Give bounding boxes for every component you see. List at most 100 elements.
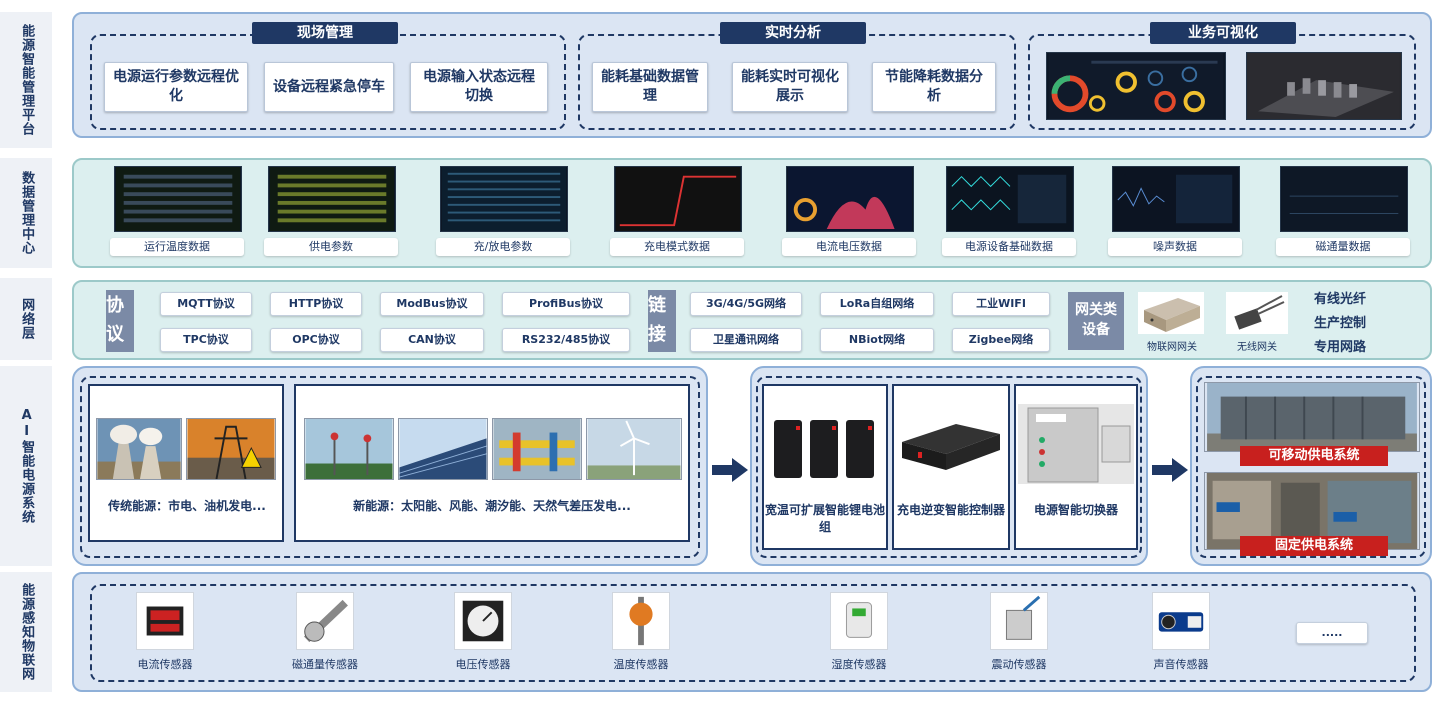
- platform-item: 电源运行参数远程优化: [104, 62, 248, 112]
- platform-item: 能耗基础数据管理: [592, 62, 708, 112]
- sensor-caption: 磁通量传感器: [292, 658, 358, 671]
- platform-item: 节能降耗数据分析: [872, 62, 996, 112]
- battery-pack-image: [768, 408, 882, 484]
- dashboard-gauges-thumbnail: [1046, 52, 1226, 120]
- power-plant-image: [96, 418, 182, 480]
- data-chart-image: [787, 167, 913, 231]
- traditional-energy-caption: 传统能源：市电、油机发电...: [108, 499, 266, 513]
- data-item-label: 磁通量数据: [1276, 238, 1410, 256]
- data-item-label: 运行温度数据: [110, 238, 244, 256]
- protocol-item: OPC协议: [270, 328, 362, 352]
- network-extra: 专用网路: [1314, 340, 1367, 355]
- link-item: 卫星通讯网络: [690, 328, 802, 352]
- data-screenshot-thumbnail: [1280, 166, 1408, 232]
- link-item: 3G/4G/5G网络: [690, 292, 802, 316]
- data-chart-image: [1281, 167, 1407, 231]
- platform-item: 电源输入状态远程切换: [410, 62, 548, 112]
- layer-label-ai: AI智能电源系统: [0, 366, 52, 566]
- data-screenshot-thumbnail: [614, 166, 742, 232]
- sensor-image: [1152, 592, 1210, 650]
- sensor-caption: 电压传感器: [455, 658, 511, 671]
- sensor-caption: 湿度传感器: [831, 658, 887, 671]
- flow-arrow-icon: [712, 458, 748, 482]
- protocol-item: TPC协议: [160, 328, 252, 352]
- link-tag: 链接: [648, 290, 676, 352]
- more-sensors: .....: [1296, 622, 1368, 644]
- sensor-caption: 震动传感器: [991, 658, 1047, 671]
- sensor-image: [830, 592, 888, 650]
- sensor-image: [296, 592, 354, 650]
- data-item-label: 电流电压数据: [782, 238, 916, 256]
- sensor-caption: 声音传感器: [1153, 658, 1209, 671]
- energy-sources-dashed: [80, 376, 700, 558]
- platform-item: 能耗实时可视化展示: [732, 62, 848, 112]
- gauge-dashboard-image: [1048, 53, 1224, 119]
- data-screenshot-thumbnail: [268, 166, 396, 232]
- data-chart-image: [615, 167, 741, 231]
- link-item: LoRa自组网络: [820, 292, 934, 316]
- sensor-caption: 电流传感器: [137, 658, 193, 671]
- protocol-item: CAN协议: [380, 328, 484, 352]
- device-caption: 充电逆变智能控制器: [896, 503, 1005, 517]
- sensor-image: [612, 592, 670, 650]
- protocol-item: MQTT协议: [160, 292, 252, 316]
- solar-panel-image: [398, 418, 488, 480]
- switcher-image: [1018, 404, 1134, 484]
- data-screenshot-thumbnail: [1112, 166, 1240, 232]
- link-item: Zigbee网络: [952, 328, 1050, 352]
- sensors-dashed: [90, 584, 1416, 682]
- sensor-image: [454, 592, 512, 650]
- data-screenshot-thumbnail: [946, 166, 1074, 232]
- flow-arrow-icon: [1152, 458, 1188, 482]
- network-extra: 生产控制: [1314, 316, 1367, 331]
- wind-sensor-image: [304, 418, 394, 480]
- platform-item: 设备远程紧急停车: [264, 62, 394, 112]
- iot-gateway-image: [1138, 292, 1204, 334]
- sensor-image: [990, 592, 1048, 650]
- sensor-image: [136, 592, 194, 650]
- data-chart-image: [269, 167, 395, 231]
- wind-turbine-image: [586, 418, 682, 480]
- protocol-item: HTTP协议: [270, 292, 362, 316]
- data-chart-image: [1113, 167, 1239, 231]
- gateway-caption: 物联网网关: [1147, 342, 1197, 353]
- systems-dashed: [1196, 376, 1426, 558]
- data-screenshot-thumbnail: [786, 166, 914, 232]
- protocol-item: ProfiBus协议: [502, 292, 630, 316]
- group-title-analysis: 实时分析: [720, 22, 866, 44]
- network-extra: 有线光纤: [1314, 292, 1367, 307]
- 3d-scene-thumbnail: [1246, 52, 1402, 120]
- gas-pipeline-image: [492, 418, 582, 480]
- mobile-power-container-image: [1204, 382, 1420, 452]
- data-chart-image: [115, 167, 241, 231]
- layer-label-platform: 能源智能管理平台: [0, 12, 52, 148]
- protocol-item: ModBus协议: [380, 292, 484, 316]
- data-item-label: 充电模式数据: [610, 238, 744, 256]
- data-item-label: 供电参数: [264, 238, 398, 256]
- layer-label-network: 网络层: [0, 278, 52, 360]
- link-item: NBiot网络: [820, 328, 934, 352]
- 3d-scene-image: [1248, 53, 1400, 119]
- controller-image: [896, 408, 1006, 484]
- pylon-image: [186, 418, 276, 480]
- system-caption: 可移动供电系统: [1240, 446, 1388, 466]
- group-title-visualization: 业务可视化: [1150, 22, 1296, 44]
- data-item-label: 电源设备基础数据: [942, 238, 1076, 256]
- layer-label-iot: 能源感知物联网: [0, 572, 52, 692]
- sensor-caption: 温度传感器: [613, 658, 669, 671]
- data-item-label: 噪声数据: [1108, 238, 1242, 256]
- device-caption: 电源智能切换器: [1033, 503, 1118, 517]
- devices-dashed: [756, 376, 1142, 558]
- data-chart-image: [947, 167, 1073, 231]
- data-screenshot-thumbnail: [114, 166, 242, 232]
- gateway-caption: 无线网关: [1237, 342, 1277, 353]
- data-chart-image: [441, 167, 567, 231]
- gateway-tag: 网关类设备: [1068, 292, 1124, 350]
- device-caption: 宽温可扩展智能锂电池组: [764, 503, 885, 534]
- system-caption: 固定供电系统: [1240, 536, 1388, 556]
- renewable-energy-caption: 新能源：太阳能、风能、潮汐能、天然气差压发电...: [353, 499, 631, 513]
- protocol-item: RS232/485协议: [502, 328, 630, 352]
- data-screenshot-thumbnail: [440, 166, 568, 232]
- group-title-field: 现场管理: [252, 22, 398, 44]
- link-item: 工业WIFI: [952, 292, 1050, 316]
